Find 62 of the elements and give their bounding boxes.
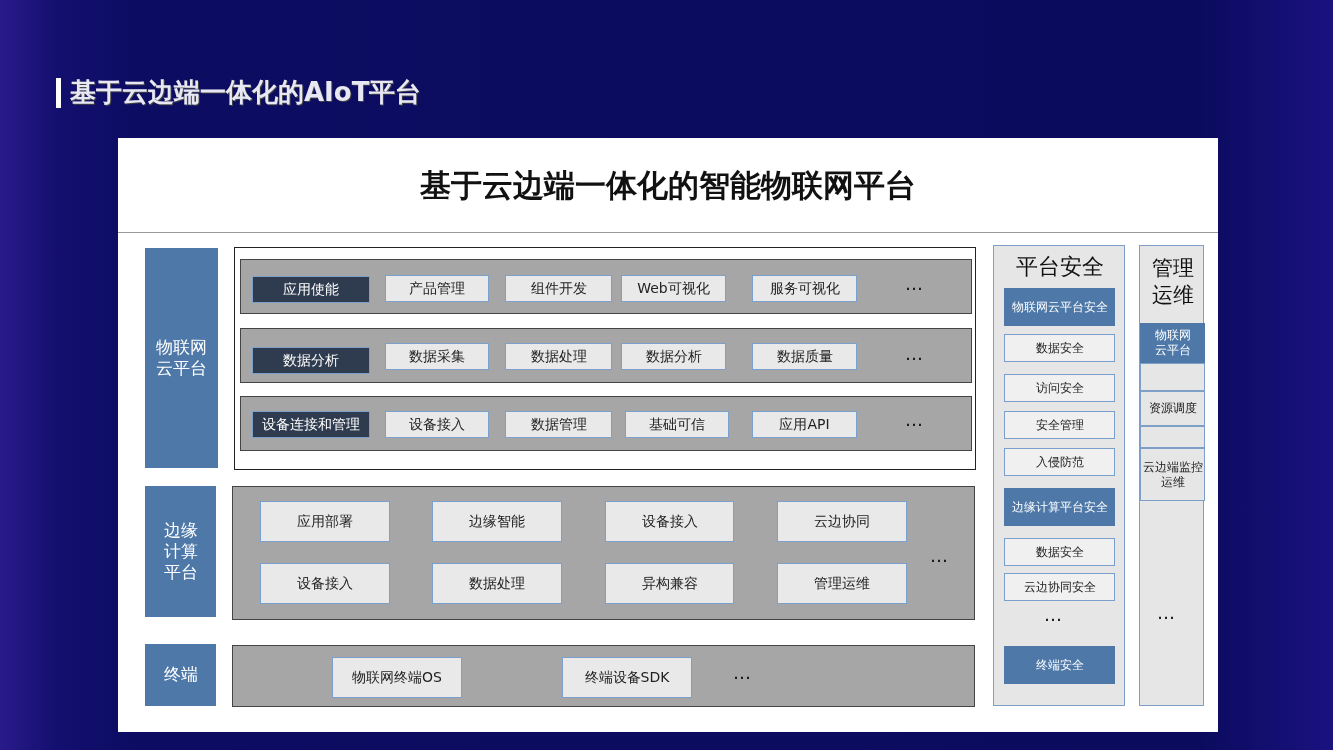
ellipsis: … xyxy=(733,662,752,683)
module-box: 终端设备SDK xyxy=(562,657,692,698)
module-band xyxy=(232,486,975,620)
section-header: 边缘计算平台安全 xyxy=(1004,488,1115,526)
module-box: 云边协同安全 xyxy=(1004,573,1115,601)
module-box: 设备接入 xyxy=(605,501,734,542)
ops-cell: 资源调度 xyxy=(1140,391,1205,426)
module-box: 应用部署 xyxy=(260,501,390,542)
module-box: Web可视化 xyxy=(621,275,726,302)
module-box: 应用API xyxy=(752,411,857,438)
cloud-platform-frame xyxy=(234,247,976,470)
module-box: 边缘智能 xyxy=(432,501,562,542)
layer-label: 终端 xyxy=(145,644,216,706)
ellipsis: … xyxy=(905,343,924,364)
module-box: 产品管理 xyxy=(385,275,489,302)
module-box: 设备接入 xyxy=(385,411,489,438)
ellipsis: … xyxy=(905,409,924,430)
module-box: 访问安全 xyxy=(1004,374,1115,402)
empty-cell xyxy=(1140,426,1205,448)
column-heading: 管理运维 xyxy=(1150,254,1195,309)
module-box: 设备接入 xyxy=(260,563,390,604)
module-box: 基础可信 xyxy=(625,411,729,438)
module-box: 数据分析 xyxy=(621,343,726,370)
column-heading: 平台安全 xyxy=(1015,252,1105,281)
module-box: 组件开发 xyxy=(505,275,612,302)
category-box: 数据分析 xyxy=(252,347,370,374)
layer-label: 物联网云平台 xyxy=(145,248,218,468)
panel-heading: 基于云边端一体化的智能物联网平台 xyxy=(419,165,917,205)
slide-title: 基于云边端一体化的AIoT平台 xyxy=(70,76,422,109)
security-column xyxy=(993,245,1125,706)
ellipsis: … xyxy=(1044,604,1063,625)
module-box: 物联网终端OS xyxy=(332,657,462,698)
category-box: 设备连接和管理 xyxy=(252,411,370,438)
module-box: 安全管理 xyxy=(1004,411,1115,439)
module-box: 数据处理 xyxy=(432,563,562,604)
module-box: 数据处理 xyxy=(505,343,612,370)
ops-cell: 云边端监控运维 xyxy=(1140,448,1205,501)
ellipsis: … xyxy=(930,545,949,566)
layer-label: 边缘计算平台 xyxy=(145,486,216,617)
module-box: 数据采集 xyxy=(385,343,489,370)
module-box: 管理运维 xyxy=(777,563,907,604)
section-header: 物联网云平台 xyxy=(1140,323,1205,363)
section-header: 物联网云平台安全 xyxy=(1004,288,1115,326)
empty-cell xyxy=(1140,363,1205,391)
module-band xyxy=(240,328,972,383)
module-box: 异构兼容 xyxy=(605,563,734,604)
module-box: 入侵防范 xyxy=(1004,448,1115,476)
category-box: 应用使能 xyxy=(252,276,370,303)
module-box: 云边协同 xyxy=(777,501,907,542)
operations-column xyxy=(1139,245,1204,706)
module-box: 数据质量 xyxy=(752,343,857,370)
module-band xyxy=(240,259,972,314)
module-band xyxy=(240,396,972,451)
ellipsis: … xyxy=(905,273,924,294)
platform-panel xyxy=(118,138,1218,732)
module-box: 数据管理 xyxy=(505,411,612,438)
section-header: 终端安全 xyxy=(1004,646,1115,684)
module-box: 数据安全 xyxy=(1004,538,1115,566)
ellipsis: … xyxy=(1157,602,1176,623)
module-band xyxy=(232,645,975,707)
module-box: 数据安全 xyxy=(1004,334,1115,362)
module-box: 服务可视化 xyxy=(752,275,857,302)
